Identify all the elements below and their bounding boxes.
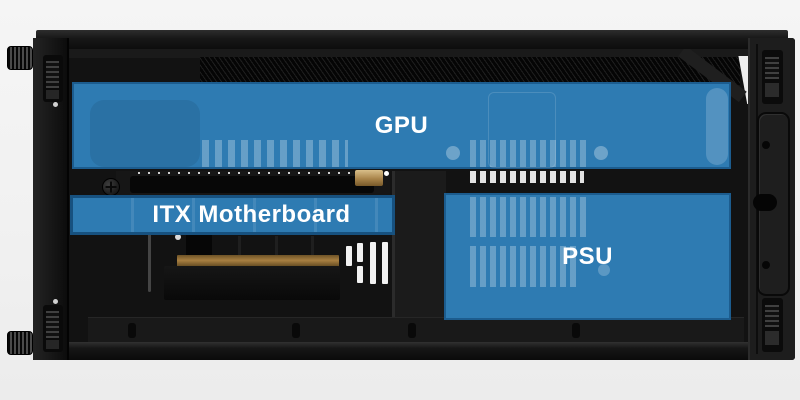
mobo-vent-slot-1: [346, 246, 352, 266]
gpu-label: GPU: [374, 111, 429, 139]
left-latch-top-block: [46, 90, 59, 99]
left-latch-bottom-grip: [46, 311, 59, 338]
thumbscrew-bottom: [7, 331, 33, 355]
riser-board-slab: [164, 266, 340, 300]
gpu-overlay: GPU: [72, 82, 731, 169]
mobo-vent-slot-3: [370, 242, 376, 284]
tray-edge-highlight: [148, 216, 151, 292]
mobo-vent-slot-2a: [357, 243, 363, 262]
itx-panel-seams: [73, 198, 392, 232]
psu-label: PSU: [562, 242, 613, 270]
psu-vent-slats-row1: [470, 197, 586, 237]
tray-hole-dot: [175, 234, 181, 240]
gpu-vent-slats-left: [202, 140, 348, 167]
right-latch-bottom-block: [765, 331, 779, 345]
psu-overlay: PSU: [444, 193, 731, 320]
psu-bay-divider: [392, 171, 446, 333]
gpu-vent-slats-right: [470, 140, 586, 167]
gpu-fan-shadow: [90, 100, 200, 167]
gpu-card-edge: [130, 176, 374, 193]
left-screwhole-bottom: [53, 299, 58, 304]
thumbscrew-top: [7, 46, 33, 70]
floor-panel: [88, 317, 744, 345]
left-screwhole-top: [53, 102, 58, 107]
gpu-shroud-outline: [488, 92, 556, 168]
case-bottom-rail: [36, 342, 788, 360]
gpu-screwhole-right: [594, 146, 608, 160]
case-interior-top-shade: [66, 46, 750, 58]
left-latch-top-grip: [46, 61, 59, 88]
chassis-screw-left: [102, 178, 120, 196]
floor-keyhole-1: [128, 323, 136, 338]
psu-vent-row-open: [470, 171, 584, 183]
itx-motherboard-overlay: ITX Motherboard: [70, 195, 395, 235]
floor-keyhole-4: [572, 323, 580, 338]
psu-vent-slats-row2: [470, 246, 578, 287]
bracket-hole-dot: [384, 171, 389, 176]
right-latch-top-block: [765, 83, 779, 97]
case-top-rail: [36, 30, 788, 49]
gpu-end-pill: [706, 88, 728, 165]
right-groove-screwhole-top: [762, 141, 770, 149]
right-latch-top-grip: [765, 57, 779, 79]
psu-screwhole: [598, 264, 610, 276]
pcie-riser-copper: [177, 255, 339, 267]
right-groove-screwhole-bottom: [762, 261, 770, 269]
floor-keyhole-2: [292, 323, 300, 338]
mobo-vent-slot-2b: [357, 266, 363, 283]
left-latch-bottom-block: [46, 340, 59, 349]
slot-pin-dots: [138, 172, 352, 174]
gpu-screwhole-left: [446, 146, 460, 160]
mobo-vent-slot-4: [382, 242, 388, 284]
right-latch-bottom-grip: [765, 305, 779, 327]
riser-cable: [186, 231, 212, 259]
floor-keyhole-3: [408, 323, 416, 338]
gold-bracket: [355, 170, 383, 186]
top-fan-grille: [200, 57, 740, 85]
right-panel-oval-cutout: [753, 194, 777, 211]
itx-motherboard-label: ITX Motherboard: [152, 201, 351, 228]
